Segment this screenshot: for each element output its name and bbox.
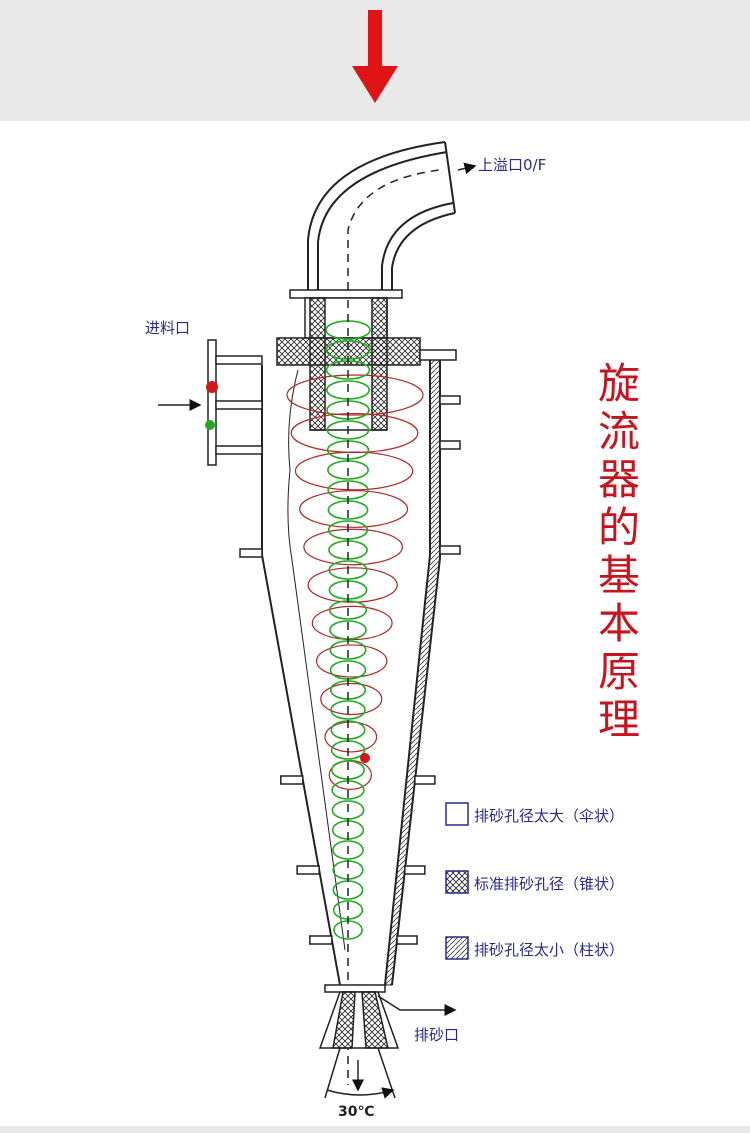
inner-vortex-loop xyxy=(330,700,366,720)
flange xyxy=(309,935,333,945)
inlet-label: 进料口 xyxy=(145,319,190,337)
inner-vortex-loop xyxy=(332,840,364,860)
overflow-label: 上溢口0/F xyxy=(478,156,546,174)
outer-vortex xyxy=(286,374,424,790)
flange xyxy=(404,865,426,875)
bottom-divider xyxy=(0,1126,750,1133)
angle-label: 30℃ xyxy=(338,1104,374,1120)
title-char: 理 xyxy=(598,695,640,744)
outer-vortex-loop xyxy=(290,412,419,454)
overflow-pipe xyxy=(307,141,477,290)
underflow-label: 排砂口 xyxy=(414,1026,459,1044)
particle-dot xyxy=(360,753,370,763)
inner-vortex-loop xyxy=(328,560,368,580)
title-char: 基 xyxy=(598,551,640,600)
outer-vortex-loop xyxy=(324,721,378,753)
flange xyxy=(396,935,418,945)
title-char: 原 xyxy=(598,647,640,696)
legend: 排砂孔径太大（伞状） 标准排砂孔径（锥状） 排砂孔径太小（柱状） xyxy=(445,802,624,960)
title-char: 流 xyxy=(598,407,640,456)
body-flanges xyxy=(239,395,461,945)
legend-swatch-diagonal xyxy=(445,936,469,960)
inner-vortex-loop xyxy=(326,420,370,440)
legend-swatch-crosshatch xyxy=(445,870,469,894)
title-char: 旋 xyxy=(598,359,640,408)
outer-vortex-loop xyxy=(307,567,398,603)
flange xyxy=(439,395,461,405)
legend-item: 排砂孔径太大（伞状） xyxy=(474,807,624,825)
flange xyxy=(414,775,436,785)
flange xyxy=(439,545,461,555)
feed-inlet xyxy=(158,339,263,466)
outer-vortex-loop xyxy=(299,490,409,528)
cyclone-body xyxy=(261,359,441,986)
underflow-nozzle xyxy=(318,984,457,1099)
diagram-title: 旋 流 器 的 基 本 原 理 xyxy=(598,359,640,744)
legend-item: 标准排砂孔径（锥状） xyxy=(474,875,624,893)
outer-vortex-loop xyxy=(294,451,414,491)
title-char: 的 xyxy=(598,503,640,552)
legend-item: 排砂孔径太小（柱状） xyxy=(474,941,624,959)
title-char: 器 xyxy=(598,455,640,504)
title-char: 本 xyxy=(598,599,640,648)
outer-vortex-loop xyxy=(286,374,424,416)
flange xyxy=(296,865,320,875)
flange xyxy=(439,440,461,450)
outer-vortex-loop xyxy=(311,605,393,641)
down-arrow-icon xyxy=(352,10,398,103)
flange xyxy=(280,775,304,785)
outer-vortex-loop xyxy=(320,682,383,716)
legend-swatch-empty xyxy=(445,802,469,826)
flange xyxy=(239,548,263,558)
outer-vortex-loop xyxy=(303,528,403,566)
outer-vortex-loop xyxy=(315,644,388,678)
